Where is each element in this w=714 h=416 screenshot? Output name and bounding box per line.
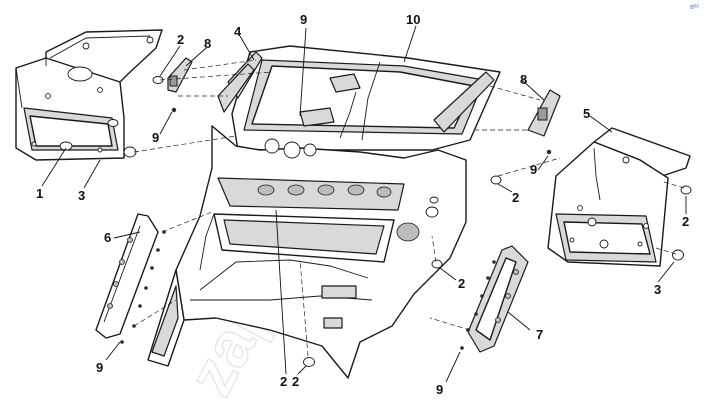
left-lamp-bracket xyxy=(15,29,163,161)
callout-8: 8 xyxy=(520,72,527,87)
callout-8: 8 xyxy=(204,36,211,51)
callout-4: 4 xyxy=(234,24,242,39)
callout-6: 6 xyxy=(104,230,111,245)
callout-3: 3 xyxy=(654,282,661,297)
callout-3: 3 xyxy=(78,188,85,203)
callout-9: 9 xyxy=(152,130,159,145)
left-hinge xyxy=(167,57,193,113)
right-hinge xyxy=(527,89,561,155)
washer xyxy=(431,259,443,269)
washer xyxy=(672,249,684,261)
callout-10: 10 xyxy=(406,12,420,27)
callout-labels: 1 2 2 2 2 2 2 3 3 4 5 6 7 8 8 9 9 9 9 9 … xyxy=(36,12,689,397)
callout-2: 2 xyxy=(458,276,465,291)
callout-2: 2 xyxy=(512,190,519,205)
right-trim-strip xyxy=(460,245,529,353)
washer xyxy=(107,119,119,127)
washer xyxy=(490,175,502,185)
callout-9: 9 xyxy=(530,162,537,177)
callout-1: 1 xyxy=(36,186,43,201)
corner-mark: ʚᵇᵉ xyxy=(690,4,699,11)
washer xyxy=(303,357,315,367)
cab-shell xyxy=(147,45,501,379)
right-lamp-bracket xyxy=(547,127,691,267)
callout-2: 2 xyxy=(682,214,689,229)
assembly-lines xyxy=(133,59,685,357)
callout-9: 9 xyxy=(436,382,443,397)
leader-lines xyxy=(41,25,687,383)
callout-7: 7 xyxy=(536,327,543,342)
callout-9: 9 xyxy=(96,360,103,375)
callout-2: 2 xyxy=(177,32,184,47)
callout-2: 2 xyxy=(280,374,287,389)
callout-9: 9 xyxy=(300,12,307,27)
callout-2: 2 xyxy=(292,374,299,389)
callout-5: 5 xyxy=(583,106,590,121)
